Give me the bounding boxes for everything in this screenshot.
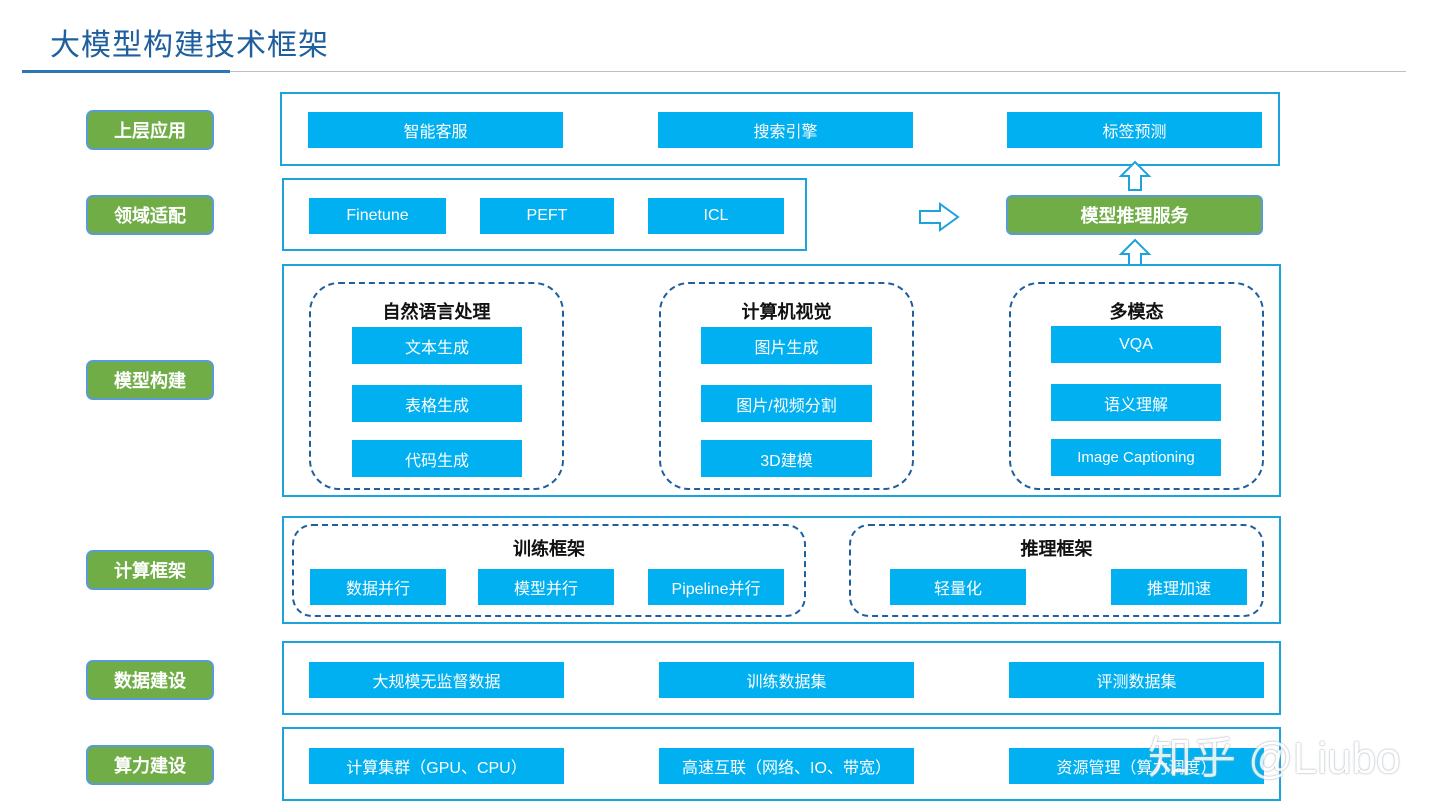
cv-group-title: 计算机视觉 bbox=[741, 302, 832, 322]
cv-box-segmentation: 图片/视频分割 bbox=[701, 385, 872, 422]
mm-box-vqa: VQA bbox=[1051, 326, 1221, 363]
domain-box-peft: PEFT bbox=[480, 198, 614, 234]
training-box-pipeline-parallel: Pipeline并行 bbox=[648, 569, 784, 605]
training-group bbox=[292, 524, 806, 617]
data-box-training-set: 训练数据集 bbox=[659, 662, 914, 698]
power-box-interconnect: 高速互联（网络、IO、带宽） bbox=[659, 748, 914, 784]
inference-group-title: 推理框架 bbox=[1020, 539, 1093, 559]
nlp-box-code-gen: 代码生成 bbox=[352, 440, 522, 477]
inference-box-acceleration: 推理加速 bbox=[1111, 569, 1247, 605]
power-box-resource-mgmt: 资源管理（算力调度） bbox=[1009, 748, 1264, 784]
cv-group bbox=[659, 282, 914, 490]
up-arrow-icon bbox=[1118, 160, 1152, 191]
page-title: 大模型构建技术框架 bbox=[50, 29, 329, 62]
cv-box-image-gen: 图片生成 bbox=[701, 327, 872, 364]
app-box-customer-service: 智能客服 bbox=[308, 112, 563, 148]
title-divider-accent bbox=[22, 70, 230, 73]
layer-label-app: 上层应用 bbox=[86, 110, 214, 150]
nlp-group-title: 自然语言处理 bbox=[382, 302, 491, 322]
multimodal-group bbox=[1009, 282, 1264, 490]
mm-box-image-captioning: Image Captioning bbox=[1051, 439, 1221, 476]
app-box-search-engine: 搜索引擎 bbox=[658, 112, 913, 148]
layer-label-domain: 领域适配 bbox=[86, 195, 214, 235]
training-group-title: 训练框架 bbox=[513, 539, 585, 559]
training-box-data-parallel: 数据并行 bbox=[310, 569, 446, 605]
data-box-unsupervised: 大规模无监督数据 bbox=[309, 662, 564, 698]
domain-box-icl: ICL bbox=[648, 198, 784, 234]
data-box-eval-set: 评测数据集 bbox=[1009, 662, 1264, 698]
nlp-group bbox=[309, 282, 564, 490]
power-box-cluster: 计算集群（GPU、CPU） bbox=[309, 748, 564, 784]
mm-box-semantic: 语义理解 bbox=[1051, 384, 1221, 421]
training-box-model-parallel: 模型并行 bbox=[478, 569, 614, 605]
right-arrow-icon bbox=[919, 202, 960, 232]
inference-service-box: 模型推理服务 bbox=[1006, 195, 1263, 235]
app-box-tag-prediction: 标签预测 bbox=[1007, 112, 1262, 148]
inference-box-lightweight: 轻量化 bbox=[890, 569, 1026, 605]
domain-box-finetune: Finetune bbox=[309, 198, 446, 234]
layer-label-power: 算力建设 bbox=[86, 745, 214, 785]
layer-label-compute-framework: 计算框架 bbox=[86, 550, 214, 590]
inference-group bbox=[849, 524, 1264, 617]
cv-box-3d-modeling: 3D建模 bbox=[701, 440, 872, 477]
watermark: 知乎 @Liubo bbox=[1148, 734, 1401, 783]
multimodal-group-title: 多模态 bbox=[1109, 302, 1164, 322]
layer-label-data: 数据建设 bbox=[86, 660, 214, 700]
title-divider bbox=[22, 71, 1406, 72]
nlp-box-table-gen: 表格生成 bbox=[352, 385, 522, 422]
nlp-box-text-gen: 文本生成 bbox=[352, 327, 522, 364]
layer-label-model: 模型构建 bbox=[86, 360, 214, 400]
